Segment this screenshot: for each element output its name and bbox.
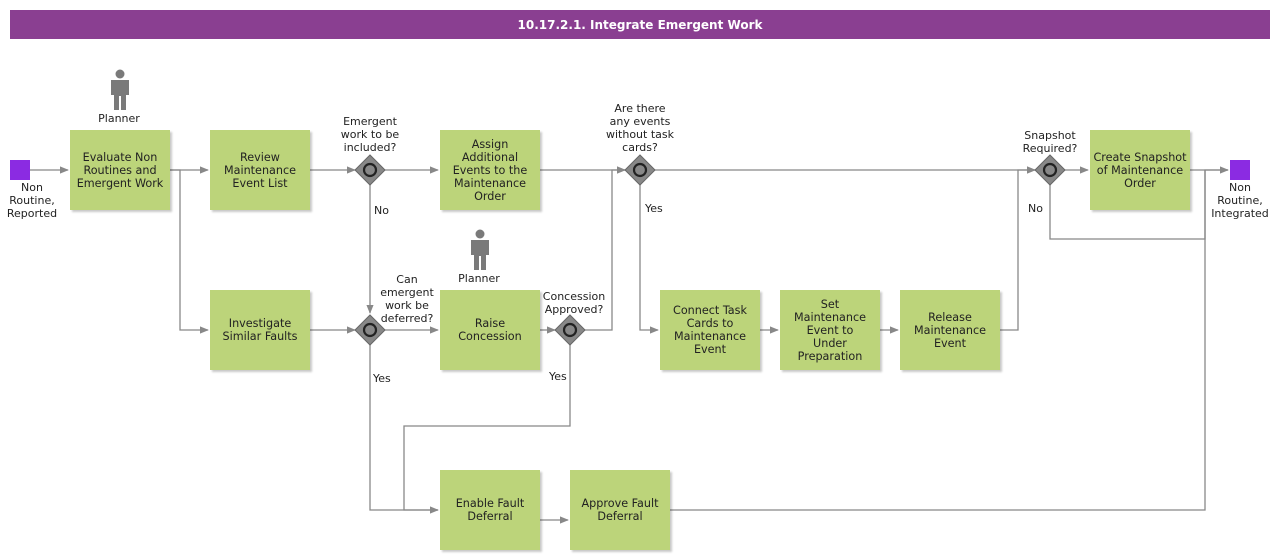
role-label-planner: Planner bbox=[98, 112, 140, 125]
flow-evaluate-investigate bbox=[170, 169, 209, 334]
activity-investigate: Investigate Similar Faults bbox=[210, 290, 310, 370]
activity-evaluate: Evaluate Non Routines and Emergent Work bbox=[70, 130, 170, 210]
flow-label-no: No bbox=[1028, 202, 1043, 215]
activity-set-maintenance-event: Set Maintenance Event to Under Preparati… bbox=[780, 290, 880, 370]
flow-release-snapshot bbox=[1000, 166, 1036, 331]
end-event bbox=[1230, 160, 1250, 180]
activity-release-maintenance-event: Release Maintenance Event bbox=[900, 290, 1000, 370]
gateway-can-defer bbox=[354, 314, 386, 346]
flow-label-yes: Yes bbox=[373, 372, 391, 385]
gateway-emergent-label: Emergent work to be included? bbox=[340, 115, 400, 154]
gateway-concession-label: Concession Approved? bbox=[542, 290, 606, 316]
start-event-label: Non Routine, Reported bbox=[6, 181, 58, 220]
activity-review: Review Maintenance Event List bbox=[210, 130, 310, 210]
activity-enable-fault-deferral: Enable Fault Deferral bbox=[440, 470, 540, 550]
activity-assign: Assign Additional Events to the Maintena… bbox=[440, 130, 540, 210]
activity-connect-task-cards: Connect Task Cards to Maintenance Event bbox=[660, 290, 760, 370]
flow-label-yes: Yes bbox=[549, 370, 567, 383]
activity-create-snapshot: Create Snapshot of Maintenance Order bbox=[1090, 130, 1190, 210]
person-icon bbox=[111, 69, 129, 110]
gateway-snapshot-label: Snapshot Required? bbox=[1022, 129, 1078, 155]
activity-approve-fault-deferral: Approve Fault Deferral bbox=[570, 470, 670, 550]
diagram-title: 10.17.2.1. Integrate Emergent Work bbox=[10, 10, 1270, 39]
role-label-planner: Planner bbox=[458, 272, 500, 285]
flow-approve-end bbox=[670, 170, 1206, 511]
activity-raise-concession: Raise Concession bbox=[440, 290, 540, 370]
gateway-events-label: Are there any events without task cards? bbox=[605, 102, 674, 154]
gateway-defer-label: Can emergent work be deferred? bbox=[380, 273, 434, 325]
flow-label-no: No bbox=[374, 204, 389, 217]
gateway-concession bbox=[554, 314, 586, 346]
flow-label-yes: Yes bbox=[645, 202, 663, 215]
gateway-emergent bbox=[354, 154, 386, 186]
gateway-snapshot-required bbox=[1034, 154, 1066, 186]
end-event-label: Non Routine, Integrated bbox=[1211, 181, 1269, 220]
gateway-events-without-cards bbox=[624, 154, 656, 186]
flow-concession-yes bbox=[403, 345, 571, 511]
flow-events-yes bbox=[639, 185, 659, 334]
person-icon bbox=[471, 229, 489, 270]
start-event bbox=[10, 160, 30, 180]
